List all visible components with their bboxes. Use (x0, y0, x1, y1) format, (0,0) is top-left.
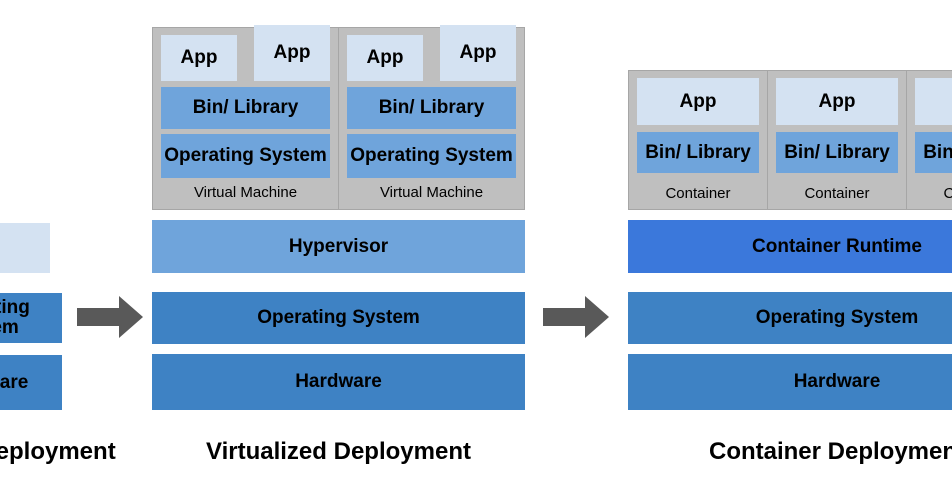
container-runtime-bar: Container Runtime (628, 220, 952, 273)
arrow-virtualized-to-container (543, 296, 609, 338)
panel-traditional-deployment: App Operating System Hardware Traditiona… (0, 0, 116, 500)
traditional-hardware-label: Hardware (0, 371, 29, 393)
vm2-app-box-1: App (347, 35, 423, 81)
container-operating-system-label: Operating System (755, 307, 919, 329)
vm2-app-2-label: App (459, 42, 497, 64)
caption-traditional-text: Traditional Deployment (0, 438, 116, 465)
vm2-app-box-2: App (440, 25, 516, 81)
caption-container-deployment: Container Deployment (628, 438, 952, 466)
vm2-app-1-label: App (366, 47, 404, 69)
container2-bin-library-box: Bin/ Library (776, 132, 898, 173)
hypervisor-label: Hypervisor (288, 235, 389, 257)
container3-bin-library-box: Bin/ Library (915, 132, 952, 173)
container2-app-box: App (776, 78, 898, 125)
vm1-bin-library-label: Bin/ Library (192, 97, 299, 119)
hypervisor-bar: Hypervisor (152, 220, 525, 273)
container1-app-label: App (679, 90, 717, 112)
vm1-app-box-2: App (254, 25, 330, 81)
container-runtime-label: Container Runtime (752, 235, 922, 257)
virtualized-hardware-bar: Hardware (152, 354, 525, 410)
virtualized-operating-system-bar: Operating System (152, 292, 525, 344)
container1-app-box: App (637, 78, 759, 125)
traditional-operating-system-bar: Operating System (0, 293, 62, 343)
container3-app-box: App (915, 78, 952, 125)
vm2-operating-system-label: Operating System (350, 145, 513, 167)
vm1-bin-library-box: Bin/ Library (161, 87, 330, 129)
vm1-app-box-1: App (161, 35, 237, 81)
container-group-2-label: Container (804, 185, 870, 203)
caption-container-text: Container Deployment (708, 438, 952, 465)
caption-traditional-deployment: Traditional Deployment (0, 438, 118, 466)
container1-bin-library-label: Bin/ Library (645, 141, 751, 163)
container-hardware-bar: Hardware (628, 354, 952, 410)
traditional-hardware-bar: Hardware (0, 355, 62, 410)
virtualized-operating-system-label: Operating System (257, 307, 420, 329)
panel-container-deployment: Container App Bin/ Library Container App… (628, 0, 952, 500)
vm1-app-2-label: App (273, 42, 311, 64)
container-group-3-label: Container (943, 185, 952, 203)
container-operating-system-bar: Operating System (628, 292, 952, 344)
virtualized-hardware-label: Hardware (295, 371, 382, 393)
vm1-operating-system-label: Operating System (164, 145, 327, 167)
panel-virtualized-deployment: Virtual Machine App App Bin/ Library Ope… (152, 0, 525, 500)
container-group-1-label: Container (665, 185, 731, 203)
vm1-app-1-label: App (180, 47, 218, 69)
container2-app-label: App (818, 90, 856, 112)
traditional-operating-system-label: Operating System (0, 297, 30, 338)
caption-virtualized-text: Virtualized Deployment (206, 438, 471, 465)
arrow-traditional-to-virtualized (77, 296, 143, 338)
virtual-machine-group-1-label: Virtual Machine (193, 184, 298, 202)
vm2-bin-library-label: Bin/ Library (378, 97, 485, 119)
traditional-app-box: App (0, 223, 50, 273)
container-hardware-label: Hardware (793, 371, 881, 393)
container2-bin-library-label: Bin/ Library (784, 141, 890, 163)
vm1-operating-system-box: Operating System (161, 134, 330, 178)
vm2-bin-library-box: Bin/ Library (347, 87, 516, 129)
caption-virtualized-deployment: Virtualized Deployment (152, 438, 525, 466)
virtual-machine-group-2-label: Virtual Machine (379, 184, 484, 202)
container1-bin-library-box: Bin/ Library (637, 132, 759, 173)
container3-bin-library-label: Bin/ Library (923, 141, 952, 163)
vm2-operating-system-box: Operating System (347, 134, 516, 178)
